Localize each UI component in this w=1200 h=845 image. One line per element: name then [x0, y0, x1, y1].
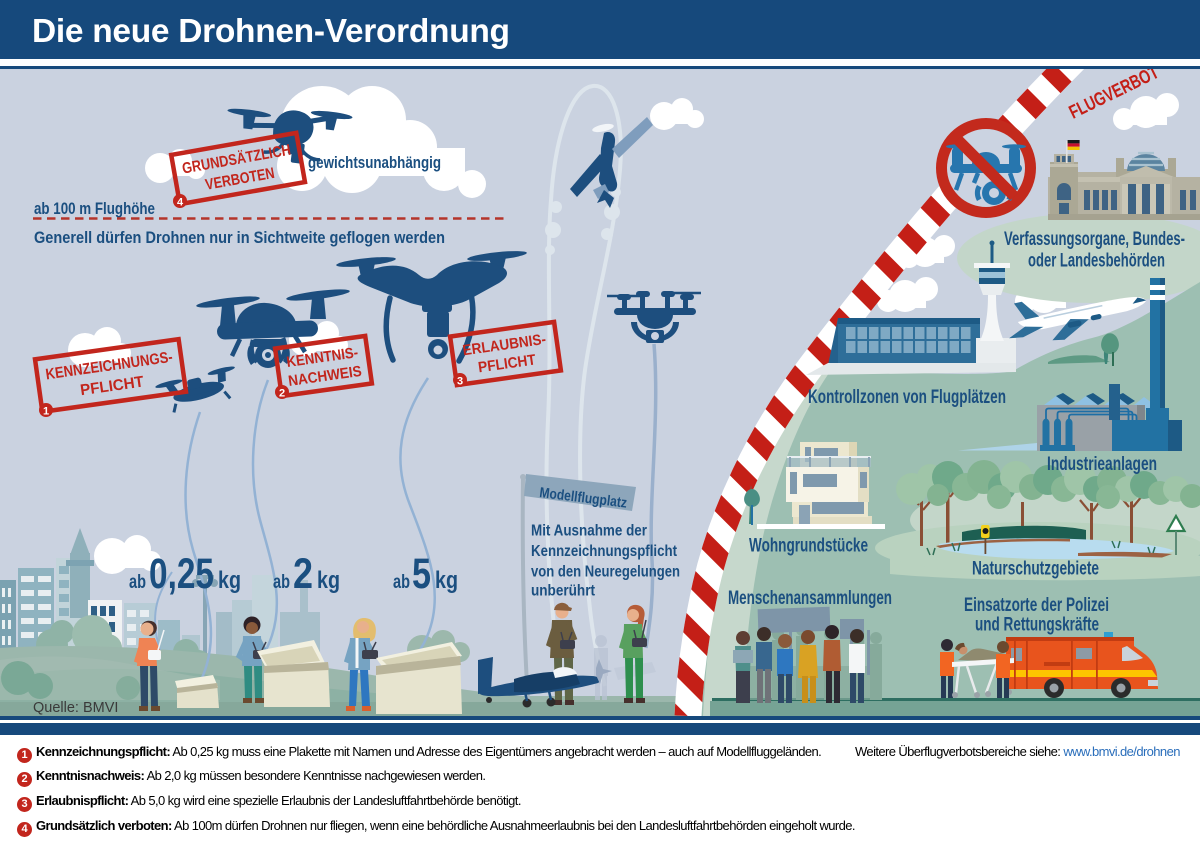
- svg-text:oder Landesbehörden: oder Landesbehörden: [1028, 250, 1165, 272]
- svg-text:Industrieanlagen: Industrieanlagen: [1047, 453, 1157, 475]
- svg-text:und Rettungskräfte: und Rettungskräfte: [975, 614, 1099, 636]
- svg-text:Kennzeichnungspflicht: Kennzeichnungspflicht: [531, 543, 678, 560]
- svg-text:Mit Ausnahme der: Mit Ausnahme der: [531, 523, 647, 540]
- svg-text:ab 100 m Flughöhe: ab 100 m Flughöhe: [34, 200, 155, 218]
- svg-text:Einsatzorte der Polizei: Einsatzorte der Polizei: [964, 594, 1109, 616]
- svg-text:4: 4: [177, 197, 184, 209]
- svg-text:3: 3: [457, 376, 463, 388]
- svg-text:Verfassungsorgane, Bundes-: Verfassungsorgane, Bundes-: [1004, 228, 1185, 250]
- svg-text:1: 1: [43, 406, 49, 418]
- svg-text:Quelle: BMVI: Quelle: BMVI: [33, 700, 118, 716]
- svg-text:Generell dürfen Drohnen nur in: Generell dürfen Drohnen nur in Sichtweit…: [34, 229, 445, 247]
- svg-text:2: 2: [279, 388, 285, 400]
- svg-text:Kontrollzonen von Flugplätzen: Kontrollzonen von Flugplätzen: [808, 386, 1006, 408]
- svg-text:0,25: 0,25: [149, 550, 214, 598]
- svg-text:kg: kg: [435, 567, 458, 594]
- svg-text:ab: ab: [273, 572, 290, 593]
- svg-text:5: 5: [412, 550, 431, 598]
- svg-text:unberührt: unberührt: [531, 583, 596, 600]
- svg-text:Naturschutzgebiete: Naturschutzgebiete: [972, 558, 1099, 580]
- svg-text:2: 2: [293, 550, 313, 598]
- svg-text:Wohngrundstücke: Wohngrundstücke: [749, 535, 868, 557]
- svg-text:gewichtsunabhängig: gewichtsunabhängig: [308, 153, 441, 172]
- svg-text:von den Neuregelungen: von den Neuregelungen: [531, 564, 680, 581]
- svg-text:kg: kg: [317, 567, 340, 594]
- svg-text:kg: kg: [218, 567, 241, 594]
- svg-text:Menschenansammlungen: Menschenansammlungen: [728, 587, 892, 609]
- svg-text:ab: ab: [393, 572, 410, 593]
- svg-text:ab: ab: [129, 572, 146, 593]
